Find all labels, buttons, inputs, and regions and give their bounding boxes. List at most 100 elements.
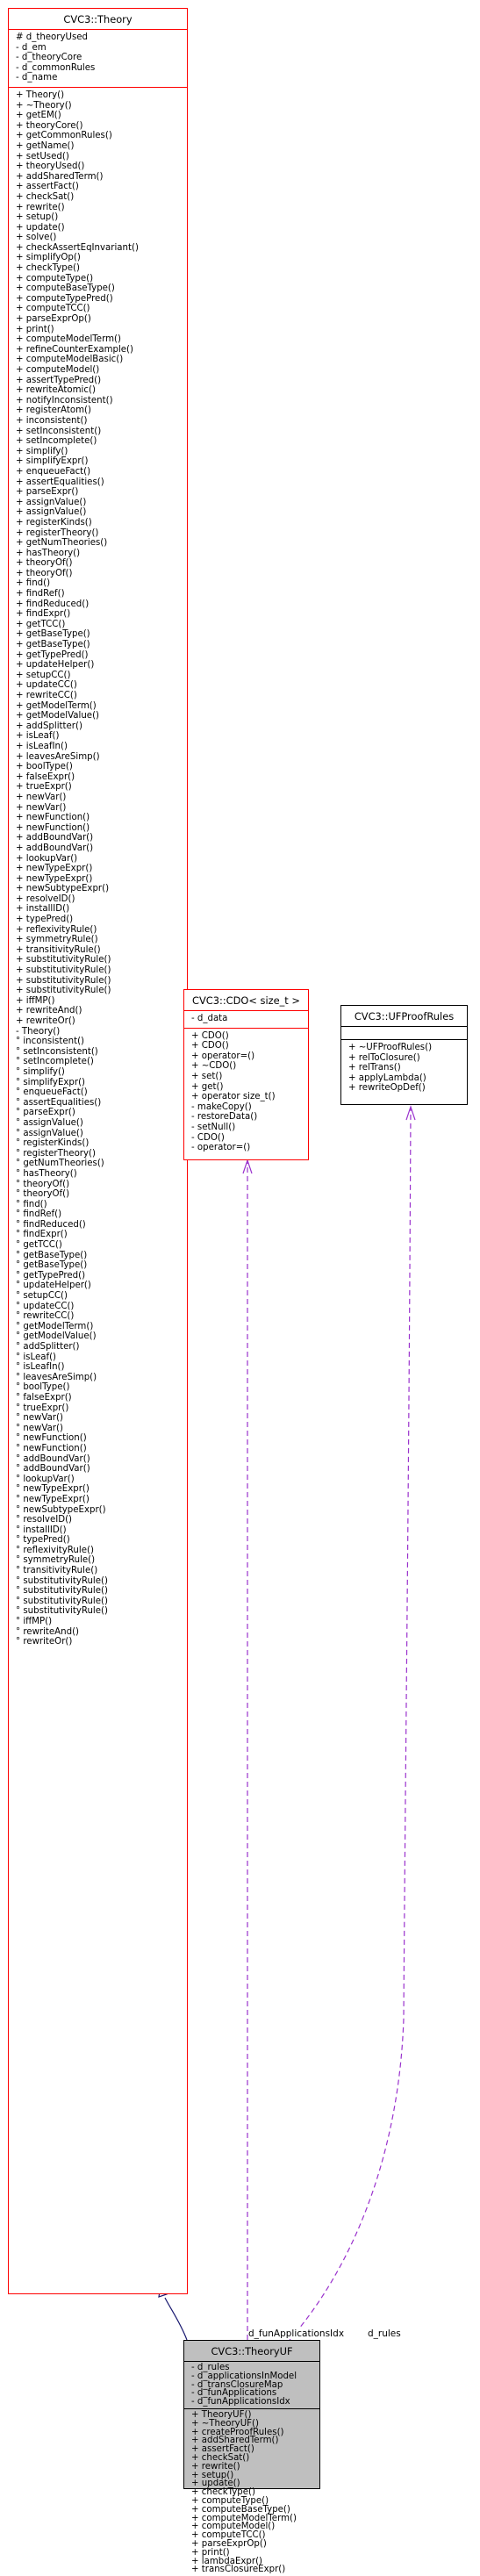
- operation-item: + checkType(): [16, 263, 80, 274]
- operation-item: + findRef(): [16, 589, 65, 599]
- operation-item: ° find(): [16, 1199, 47, 1209]
- attribute-item: - d_applicationsInModel: [191, 2371, 297, 2381]
- operation-item: ° assignValue(): [16, 1117, 83, 1128]
- operation-item: ° newTypeExpr(): [16, 1494, 90, 1504]
- operation-item: ° updateCC(): [16, 1301, 75, 1311]
- operation-item: + substitutivityRule(): [16, 965, 111, 976]
- operation-item: + newTypeExpr(): [16, 864, 93, 874]
- operation-item: ° substitutivityRule(): [16, 1596, 108, 1606]
- operation-item: ° theoryOf(): [16, 1179, 70, 1189]
- attribute-item: - d_commonRules: [16, 62, 96, 73]
- operation-item: + assertFact(): [191, 2444, 254, 2455]
- usage-arrowhead-proofrules: [405, 1105, 416, 1121]
- operation-item: ° registerKinds(): [16, 1138, 90, 1149]
- operation-item: + addSplitter(): [16, 721, 82, 731]
- operation-item: ° newSubtypeExpr(): [16, 1504, 106, 1515]
- operation-item: ° setupCC(): [16, 1291, 68, 1302]
- operation-item: ° isLeaf(): [16, 1352, 57, 1362]
- operations-section: + TheoryUF()+ ~TheoryUF()+ createProofRu…: [184, 2407, 319, 2576]
- operation-item: + operator size_t(): [191, 1092, 276, 1102]
- attributes-section: - d_rules- d_applicationsInModel- d_tran…: [184, 2361, 319, 2408]
- operation-item: + getNumTheories(): [16, 538, 108, 549]
- operation-item: + enqueueFact(): [16, 466, 91, 477]
- operation-item: ° boolType(): [16, 1382, 70, 1393]
- operation-item: + theoryUsed(): [16, 161, 85, 172]
- operation-item: + computeModelTerm(): [191, 2513, 297, 2523]
- class-ufproofrules[interactable]: CVC3::UFProofRules + ~UFProofRules()+ re…: [340, 1005, 468, 1105]
- operation-item: + addBoundVar(): [16, 843, 94, 853]
- attribute-item: - d_funApplications: [191, 2388, 277, 2399]
- operation-item: + reflexivityRule(): [16, 924, 97, 935]
- operation-item: ° getBaseType(): [16, 1260, 88, 1271]
- attributes-section: # d_theoryUsed- d_em- d_theoryCore- d_co…: [9, 29, 187, 87]
- class-cdo[interactable]: CVC3::CDO< size_t > - d_data + CDO()+ CD…: [183, 989, 309, 1160]
- operation-item: + rewriteOpDef(): [348, 1083, 426, 1094]
- operation-item: + computeType(): [16, 273, 94, 283]
- operation-item: + newSubtypeExpr(): [16, 884, 110, 894]
- operation-item: ° rewriteOr(): [16, 1637, 73, 1647]
- operation-item: + computeBaseType(): [16, 283, 115, 294]
- operation-item: + getEM(): [16, 111, 61, 121]
- operation-item: + trueExpr(): [16, 782, 72, 793]
- operation-item: + refineCounterExample(): [16, 344, 134, 355]
- operation-item: + simplifyOp(): [16, 253, 81, 263]
- operation-item: + computeBaseType(): [191, 2504, 290, 2515]
- class-theory[interactable]: CVC3::Theory # d_theoryUsed- d_em- d_the…: [8, 8, 188, 2294]
- operation-item: + assertTypePred(): [16, 375, 102, 385]
- operation-item: + setup(): [191, 2470, 234, 2480]
- operation-item: ° setInconsistent(): [16, 1046, 98, 1057]
- operation-item: + parseExprOp(): [16, 314, 91, 325]
- usage-arrowhead-cdo: [242, 1159, 253, 1174]
- operation-item: ° updateHelper(): [16, 1281, 91, 1291]
- operation-item: + installID(): [16, 904, 70, 915]
- operation-item: + leavesAreSimp(): [16, 751, 100, 762]
- operation-item: ° getBaseType(): [16, 1250, 88, 1260]
- operation-item: + simplifyExpr(): [16, 456, 89, 467]
- operation-item: + getTypePred(): [16, 649, 89, 660]
- operation-item: + substitutivityRule(): [16, 975, 111, 986]
- operation-item: + assertFact(): [16, 182, 79, 192]
- operation-item: + rewriteOr(): [16, 1016, 75, 1026]
- operation-item: + ~CDO(): [191, 1061, 237, 1072]
- operation-item: - CDO(): [191, 1132, 225, 1143]
- operation-item: + assignValue(): [16, 497, 87, 507]
- operation-item: ° getTypePred(): [16, 1270, 86, 1281]
- operation-item: + computeTypePred(): [16, 293, 113, 304]
- operation-item: ° trueExpr(): [16, 1403, 69, 1413]
- operation-item: + setIncomplete(): [16, 436, 97, 447]
- class-theoryuf[interactable]: CVC3::TheoryUF - d_rules- d_applications…: [183, 2340, 320, 2574]
- operation-item: ° getModelValue(): [16, 1331, 97, 1342]
- attribute-item: - d_funApplicationsIdx: [191, 2397, 290, 2407]
- operation-item: ° reflexivityRule(): [16, 1545, 94, 1555]
- operation-item: + newVar(): [16, 792, 67, 802]
- operation-item: + notifyInconsistent(): [16, 395, 113, 405]
- operation-item: + relTrans(): [348, 1063, 401, 1073]
- operation-item: + find(): [16, 578, 51, 589]
- operation-item: ° assignValue(): [16, 1128, 83, 1138]
- operation-item: - setNull(): [191, 1122, 236, 1132]
- operation-item: + lookupVar(): [16, 853, 78, 864]
- operation-item: + getTCC(): [16, 619, 66, 629]
- operation-item: + computeTCC(): [16, 304, 90, 314]
- operation-item: + symmetryRule(): [16, 935, 98, 945]
- operation-item: + setup(): [16, 212, 59, 223]
- operation-item: + computeModelTerm(): [16, 334, 121, 345]
- attribute-item: - d_data: [191, 1014, 228, 1023]
- operation-item: + lambdaExpr(): [191, 2556, 263, 2566]
- attribute-item: - d_transClosureMap: [191, 2379, 283, 2390]
- operation-item: + substitutivityRule(): [16, 955, 111, 965]
- operation-item: ° assertEqualities(): [16, 1097, 102, 1108]
- operation-item: + updateHelper(): [16, 660, 95, 671]
- operation-item: ° rewriteCC(): [16, 1311, 75, 1322]
- operation-item: + Theory(): [16, 90, 65, 100]
- operation-item: + operator=(): [191, 1051, 255, 1061]
- operation-item: ° installID(): [16, 1525, 67, 1535]
- operation-item: + inconsistent(): [16, 415, 88, 426]
- operation-item: + getCommonRules(): [16, 131, 112, 141]
- operation-item: + rewriteAtomic(): [16, 385, 96, 396]
- operation-item: + addSharedTerm(): [191, 2436, 279, 2446]
- operation-item: ° simplifyExpr(): [16, 1077, 86, 1087]
- operation-item: ° addSplitter(): [16, 1342, 80, 1352]
- operation-item: - makeCopy(): [191, 1101, 252, 1112]
- operation-item: - restoreData(): [191, 1112, 258, 1123]
